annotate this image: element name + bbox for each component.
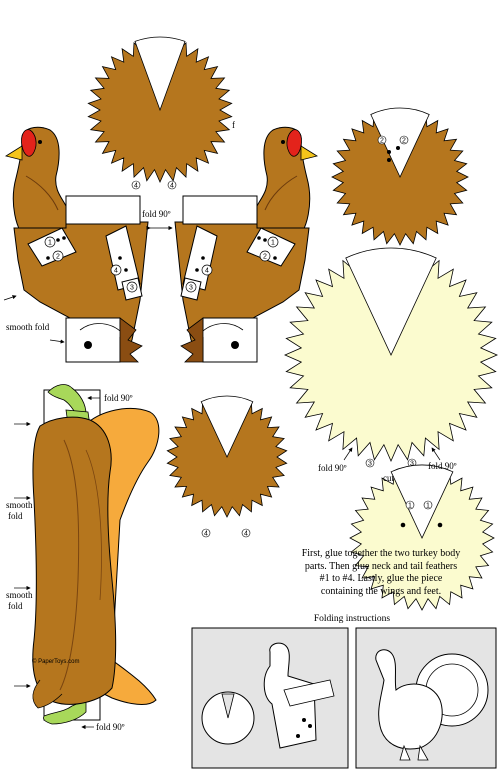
glue-dot xyxy=(387,150,391,154)
smooth-fold-label: smooth fold xyxy=(6,322,50,332)
marker-number: 4 xyxy=(204,531,208,538)
marker-number: 4 xyxy=(134,183,138,190)
arrow-body-left xyxy=(3,295,17,301)
marker-4-left: 4 xyxy=(110,264,122,276)
folding-panel-right xyxy=(355,627,497,769)
folding-instructions-caption: Folding instructions xyxy=(313,614,391,624)
glue-wedge xyxy=(370,107,430,178)
marker-circle xyxy=(365,458,375,468)
fold-label-circle-left: fold 90º xyxy=(318,463,347,473)
svg-text:2: 2 xyxy=(56,254,60,261)
marker-2-left: 2 xyxy=(52,250,64,262)
arrow-circle-right xyxy=(431,447,441,461)
marker-circle xyxy=(423,500,433,510)
instruction-line-4: containing the wings and feet. xyxy=(320,585,442,597)
glue-wedge xyxy=(390,464,454,539)
marker-number: 4 xyxy=(244,531,248,538)
svg-text:4: 4 xyxy=(114,268,118,275)
marker-circle xyxy=(241,528,251,538)
marker-2-right: 2 xyxy=(259,250,271,262)
marker-number: 4 xyxy=(170,183,174,190)
glue-dot xyxy=(437,522,443,528)
marker-number: 3 xyxy=(368,461,372,468)
cut-label: cut xyxy=(383,473,394,483)
glue-wedge xyxy=(200,395,254,458)
svg-text:3: 3 xyxy=(130,285,134,292)
marker-circle xyxy=(131,180,141,190)
glue-dot xyxy=(387,158,391,162)
marker-3-left: 3 xyxy=(126,281,138,293)
smooth-fold-a: smooth xyxy=(6,500,33,510)
marker-number: 1 xyxy=(408,503,412,510)
marker-number: 1 xyxy=(426,503,430,510)
brand-credit: © PaperToys.com xyxy=(32,658,79,665)
marker-circle xyxy=(167,180,177,190)
glue-wedge xyxy=(134,36,186,112)
fold-label-wing-bottom: fold 90º xyxy=(96,722,125,732)
svg-text:3: 3 xyxy=(189,285,193,292)
arrow-circle-left xyxy=(343,447,353,461)
arrow-smooth-fold xyxy=(49,339,65,344)
stray-letter: f xyxy=(232,120,235,130)
marker-4-right: 4 xyxy=(201,264,213,276)
smooth-fold-b: fold xyxy=(8,511,23,521)
svg-text:4: 4 xyxy=(205,268,209,275)
body-markers: 1 2 4 3 1 2 4 3 xyxy=(44,236,279,293)
glue-dot xyxy=(396,146,400,150)
fold-label-circle-right: fold 90º xyxy=(428,461,457,471)
marker-number: 2 xyxy=(380,138,384,145)
smooth-fold-d: fold xyxy=(8,601,23,611)
smooth-fold-c: smooth xyxy=(6,590,33,600)
marker-3-right: 3 xyxy=(185,281,197,293)
svg-text:2: 2 xyxy=(263,254,267,261)
svg-text:1: 1 xyxy=(48,240,52,247)
marker-circle xyxy=(405,500,415,510)
marker-number: 3 xyxy=(410,461,414,468)
instruction-line-1: First, glue together the two turkey body xyxy=(301,548,461,559)
instruction-paragraph: First, glue together the two turkey body… xyxy=(264,548,498,598)
glue-dot xyxy=(400,522,406,528)
side-arrows-wing xyxy=(14,421,31,689)
folding-panel-left xyxy=(191,627,349,769)
marker-1-right: 1 xyxy=(267,236,279,248)
fold-label-top: fold 90º xyxy=(142,209,171,219)
marker-circle xyxy=(399,135,409,145)
instruction-line-3: #1 to #4. Lastly, glue the piece xyxy=(319,573,443,584)
instruction-line-2: parts. Then glue neck and tail feathers xyxy=(304,560,458,572)
marker-1-left: 1 xyxy=(44,236,56,248)
marker-number: 2 xyxy=(402,138,406,145)
marker-circle xyxy=(201,528,211,538)
fold-label-wing-top: fold 90º xyxy=(104,393,133,403)
wings-and-feet-piece xyxy=(32,384,160,725)
glue-wedge xyxy=(345,247,437,356)
svg-text:1: 1 xyxy=(271,240,275,247)
marker-circle xyxy=(377,135,387,145)
